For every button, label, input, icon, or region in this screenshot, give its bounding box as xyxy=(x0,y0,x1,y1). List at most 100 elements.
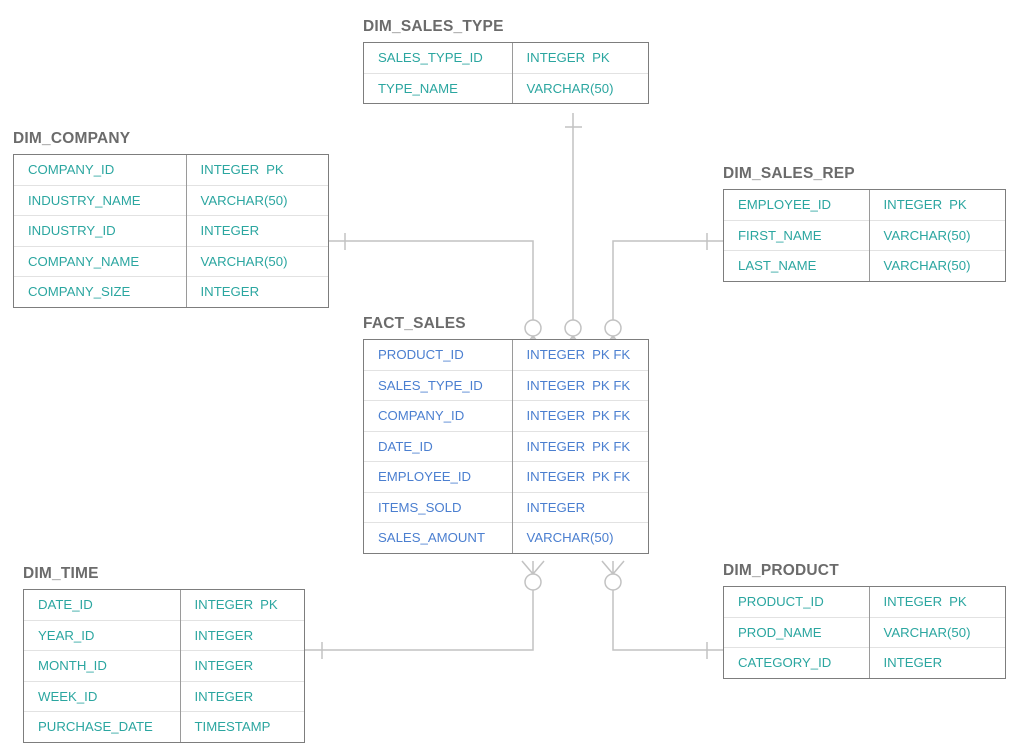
attribute-type: INTEGER xyxy=(180,619,304,651)
type-label: TIMESTAMP xyxy=(194,719,271,734)
attribute-row: COMPANY_SIZE INTEGER xyxy=(14,276,328,307)
attribute-type: INTEGER xyxy=(180,650,304,681)
type-label: INTEGER xyxy=(526,438,586,454)
key-tag xyxy=(970,625,977,640)
attribute-name: PURCHASE_DATE xyxy=(24,711,181,742)
key-tag: PK FK xyxy=(592,438,631,454)
attribute-name: SALES_TYPE_ID xyxy=(364,43,513,73)
attribute-name: SALES_AMOUNT xyxy=(364,522,513,553)
attribute-name: COMPANY_SIZE xyxy=(14,276,187,307)
attribute-name: CATEGORY_ID xyxy=(724,647,870,678)
attribute-name: INDUSTRY_NAME xyxy=(14,184,187,216)
key-tag xyxy=(253,658,260,673)
attribute-type: INTEGER xyxy=(186,276,328,307)
attribute-name: PRODUCT_ID xyxy=(724,587,870,617)
entity-title-dim-product: DIM_PRODUCT xyxy=(723,562,839,579)
type-label: VARCHAR(50) xyxy=(883,227,971,243)
key-tag xyxy=(253,628,260,643)
key-tag xyxy=(253,689,260,704)
key-tag: PK FK xyxy=(592,347,631,362)
key-tag: PK xyxy=(592,50,610,65)
type-label: INTEGER xyxy=(194,627,254,643)
attribute-row: PRODUCT_ID INTEGER PK FK xyxy=(364,340,648,370)
type-label: INTEGER xyxy=(526,347,586,362)
connector-product-sales xyxy=(612,590,723,651)
attribute-row: INDUSTRY_NAME VARCHAR(50) xyxy=(14,184,328,216)
entity-title-dim-sales-type: DIM_SALES_TYPE xyxy=(363,18,504,35)
key-tag: PK FK xyxy=(592,469,631,484)
attribute-type: VARCHAR(50) xyxy=(869,250,1005,281)
type-label: VARCHAR(50) xyxy=(883,624,971,640)
attribute-row: MONTH_ID INTEGER xyxy=(24,650,304,681)
type-label: INTEGER xyxy=(883,197,943,212)
key-tag xyxy=(970,228,977,243)
type-label: INTEGER xyxy=(194,658,254,673)
attribute-row: LAST_NAME VARCHAR(50) xyxy=(724,250,1005,281)
type-label: INTEGER xyxy=(526,469,586,484)
key-tag xyxy=(270,719,277,734)
key-tag: PK FK xyxy=(592,408,631,423)
attribute-type: INTEGER xyxy=(186,215,328,246)
attribute-row: PURCHASE_DATE TIMESTAMP xyxy=(24,711,304,742)
key-tag xyxy=(613,81,620,96)
attribute-name: MONTH_ID xyxy=(24,650,181,681)
attribute-name: DATE_ID xyxy=(364,430,513,462)
key-tag xyxy=(585,500,592,515)
attribute-row: SALES_AMOUNT VARCHAR(50) xyxy=(364,522,648,553)
type-label: VARCHAR(50) xyxy=(526,530,614,545)
attribute-type: INTEGER PK xyxy=(869,190,1005,220)
attribute-name: LAST_NAME xyxy=(724,250,870,281)
key-tag xyxy=(287,254,294,269)
entity-title-fact-sales: FACT_SALES xyxy=(363,315,466,332)
attribute-name: TYPE_NAME xyxy=(364,72,513,103)
key-tag: PK xyxy=(266,162,284,177)
attribute-name: WEEK_ID xyxy=(24,680,181,712)
connector-company-sales xyxy=(329,240,534,320)
attribute-row: FIRST_NAME VARCHAR(50) xyxy=(724,219,1005,251)
entity-title-dim-time: DIM_TIME xyxy=(23,565,99,582)
attribute-type: VARCHAR(50) xyxy=(512,522,648,553)
key-tag: PK xyxy=(949,197,967,212)
entity-fact-sales[interactable]: FACT_SALES PRODUCT_ID INTEGER PK FK SALES… xyxy=(363,315,649,554)
attribute-name: COMPANY_NAME xyxy=(14,245,187,277)
attribute-name: YEAR_ID xyxy=(24,619,181,651)
attribute-row: ITEMS_SOLD INTEGER xyxy=(364,491,648,523)
key-tag xyxy=(970,258,977,273)
type-label: INTEGER xyxy=(526,377,586,393)
key-tag: PK xyxy=(949,594,967,609)
attribute-type: VARCHAR(50) xyxy=(869,219,1005,251)
key-tag xyxy=(942,655,949,670)
connector-salesrep-sales xyxy=(612,240,723,320)
attribute-row: INDUSTRY_ID INTEGER xyxy=(14,215,328,246)
type-label: INTEGER xyxy=(200,223,260,238)
attribute-row: WEEK_ID INTEGER xyxy=(24,680,304,712)
key-tag: PK xyxy=(260,597,278,612)
attribute-name: PROD_NAME xyxy=(724,616,870,648)
attribute-table-fact-sales: PRODUCT_ID INTEGER PK FK SALES_TYPE_ID IN… xyxy=(364,340,648,553)
attribute-type: INTEGER PK FK xyxy=(512,430,648,462)
attribute-name: EMPLOYEE_ID xyxy=(364,461,513,492)
key-tag xyxy=(259,284,266,299)
attribute-name: INDUSTRY_ID xyxy=(14,215,187,246)
attribute-name: PRODUCT_ID xyxy=(364,340,513,370)
attribute-name: ITEMS_SOLD xyxy=(364,491,513,523)
